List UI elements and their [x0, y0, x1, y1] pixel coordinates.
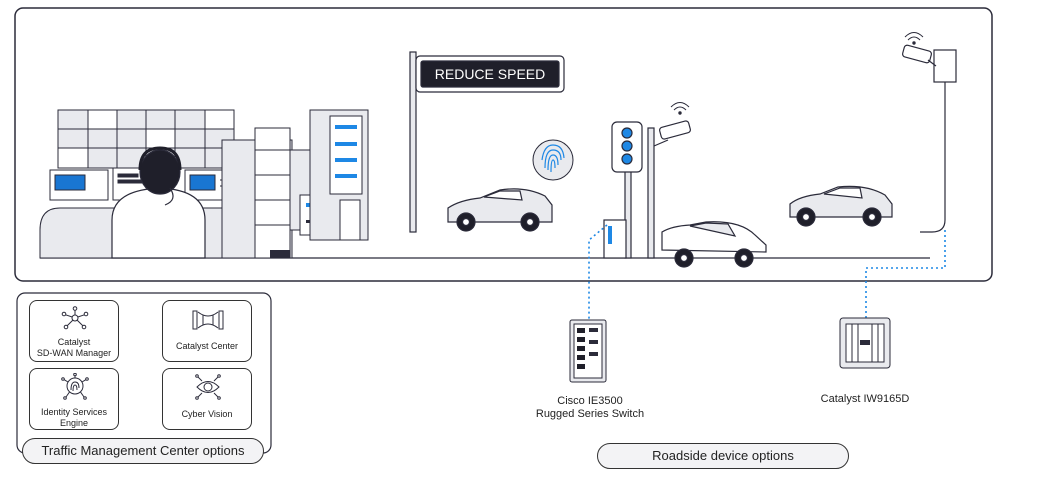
- ap-connection: [865, 230, 946, 318]
- card-catalyst-center-line1: Catalyst Center: [175, 341, 239, 351]
- fingerprint-badge-icon: [532, 139, 574, 181]
- card-ise-line1: Identity Services: [40, 407, 108, 417]
- video-wall: [57, 109, 235, 169]
- wifi-icon: [670, 102, 690, 115]
- eye-icon: [195, 374, 221, 400]
- traffic-light: [603, 120, 691, 259]
- catalyst-center-icon: [192, 310, 224, 330]
- pole-camera: [901, 44, 957, 233]
- ie3500-label-line2: Rugged Series Switch: [535, 408, 645, 420]
- card-sd-wan-manager-line1: Catalyst: [57, 337, 91, 347]
- fingerprint-icon: [61, 373, 89, 400]
- iw9165d-label: Catalyst IW9165D: [820, 393, 910, 405]
- card-sd-wan-manager[interactable]: Catalyst SD-WAN Manager: [29, 300, 119, 362]
- sign-gantry: [409, 51, 565, 233]
- equipment-cluster: [221, 109, 370, 259]
- control-room: [39, 109, 370, 259]
- roadside-options-pill[interactable]: Roadside device options: [597, 443, 849, 469]
- ie3500-switch-device: [569, 319, 607, 383]
- operator: [111, 146, 206, 259]
- car-front: [661, 221, 767, 268]
- ie3500-label-line1: Cisco IE3500: [557, 395, 623, 407]
- card-cyber-vision[interactable]: Cyber Vision: [162, 368, 252, 430]
- wifi-icon-pole: [904, 32, 924, 45]
- card-sd-wan-manager-line2: SD-WAN Manager: [36, 348, 112, 358]
- network-icon: [61, 306, 89, 330]
- iw9165d-device: [839, 317, 891, 369]
- sign-text: REDUCE SPEED: [435, 66, 545, 82]
- tmc-options-pill[interactable]: Traffic Management Center options: [22, 438, 264, 464]
- card-catalyst-center[interactable]: Catalyst Center: [162, 300, 252, 362]
- car-left: [447, 188, 553, 232]
- card-identity-services-engine[interactable]: Identity Services Engine: [29, 368, 119, 430]
- card-cyber-vision-line1: Cyber Vision: [181, 409, 233, 419]
- card-ise-line2: Engine: [59, 418, 89, 428]
- switch-connection: [588, 224, 608, 320]
- car-right: [789, 185, 893, 227]
